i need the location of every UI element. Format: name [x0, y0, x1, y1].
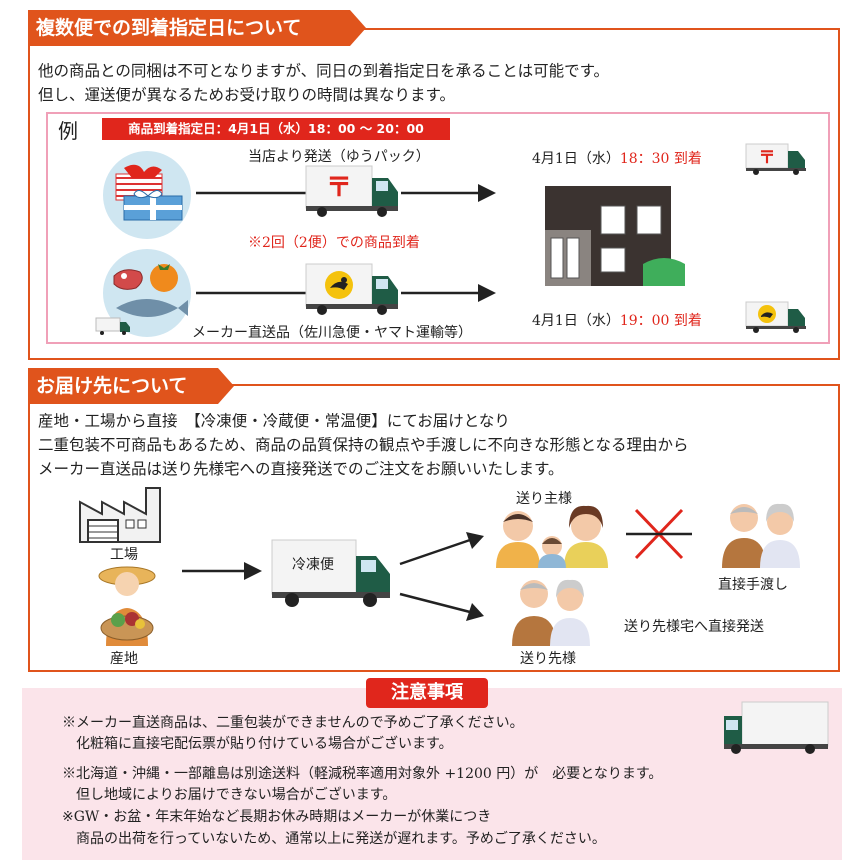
route1-label: 当店より発送（ゆうパック）: [248, 149, 430, 165]
factory-label: 工場: [110, 547, 138, 563]
recipient-couple-icon: [512, 579, 590, 646]
frozen-truck-icon: [271, 539, 390, 607]
example-label: 例: [58, 119, 78, 143]
route1-arrival-time: 18：30 到着: [619, 151, 702, 167]
section1-line2: 但し、運送便が異なるためお受け取りの時間は異なります。: [38, 86, 455, 104]
section2-line2: 二重包装不可商品もあるため、商品の品質保持の観点や手渡しに不向きな形態となる理由…: [38, 436, 689, 454]
frozen-truck-label: 冷凍便: [292, 557, 334, 573]
section3-title: 注意事項: [366, 678, 488, 708]
split-arrows: [399, 532, 484, 621]
arrival-date-banner: 商品到着指定日：4月1日（水）18：00 ～ 20：00: [102, 118, 450, 140]
factory-icon: [79, 487, 161, 543]
svg-text:〒: 〒: [326, 173, 352, 203]
notice-1: ※メーカー直送商品は、二重包装ができませんので予めご了承ください。: [62, 715, 524, 731]
section2-title: お届け先について: [28, 368, 234, 404]
gift-icon: [103, 151, 191, 239]
notice-section: [22, 688, 842, 860]
svg-text:〒: 〒: [759, 148, 776, 168]
notice-2: ※北海道・沖縄・一部離島は別途送料（軽減税率適用対象外 +1200 円）が 必要…: [62, 766, 663, 782]
post-truck-icon: 〒: [305, 165, 398, 217]
notice-1-sub: 化粧箱に直接宅配伝票が貼り付けている場合がございます。: [76, 736, 453, 752]
yamato-truck-small-icon: [745, 301, 806, 333]
route2-label: メーカー直送品（佐川急便・ヤマト運輸等）: [192, 325, 472, 341]
section1-line1: 他の商品との同梱は不可となりますが、同日の到着指定日を承ることは可能です。: [38, 62, 610, 80]
two-delivery-note: ※2回（2便）での商品到着: [248, 235, 420, 251]
section1-title: 複数便での到着指定日について: [28, 10, 366, 46]
section2-line1: 産地・工場から直接 【冷凍便・冷蔵便・常温便】にてお届けとなり: [38, 412, 510, 430]
handover-label: 直接手渡し: [718, 577, 788, 593]
notice-3-sub: 商品の出荷を行っていないため、通常以上に発送が遅れます。予めご了承ください。: [76, 831, 606, 847]
farmer-icon: [98, 566, 156, 646]
elderly-couple-icon: [722, 503, 800, 568]
route2-arrival-time: 19：00 到着: [619, 313, 702, 329]
notice-2-sub: 但し地域によりお届けできない場合がございます。: [76, 787, 397, 803]
post-truck-small-icon: 〒: [745, 143, 806, 175]
sender-label: 送り主様: [516, 491, 572, 507]
food-icon: [103, 249, 191, 337]
farm-label: 産地: [110, 651, 138, 667]
yamato-truck-icon: [305, 263, 398, 315]
section2-line3: メーカー直送品は送り先様宅への直接発送でのご注文をお願いいたします。: [38, 460, 564, 478]
direct-shipping-label: 送り先様宅へ直接発送: [624, 619, 764, 635]
route2-arrival: 4月1日（水）19：00 到着: [532, 310, 702, 332]
destination-section: [28, 384, 840, 672]
not-allowed-cross-icon: [626, 508, 692, 560]
recipient-label: 送り先様: [520, 651, 576, 667]
route1-arrival-date: 4月1日（水）: [532, 151, 620, 167]
example-frame: [46, 112, 830, 344]
route2-arrow: [196, 284, 496, 302]
notice-3: ※GW・お盆・年末年始など長期お休み時期はメーカーが休業につき: [62, 809, 492, 825]
mini-truck-icon: [95, 317, 130, 335]
to-truck-arrow: [182, 562, 262, 580]
sender-family-icon: [496, 505, 608, 568]
route2-arrival-date: 4月1日（水）: [532, 313, 620, 329]
notice-truck-icon: [724, 701, 829, 754]
route1-arrival: 4月1日（水）18：30 到着: [532, 148, 702, 170]
house-icon: [545, 186, 685, 286]
route1-arrow: [196, 184, 496, 202]
